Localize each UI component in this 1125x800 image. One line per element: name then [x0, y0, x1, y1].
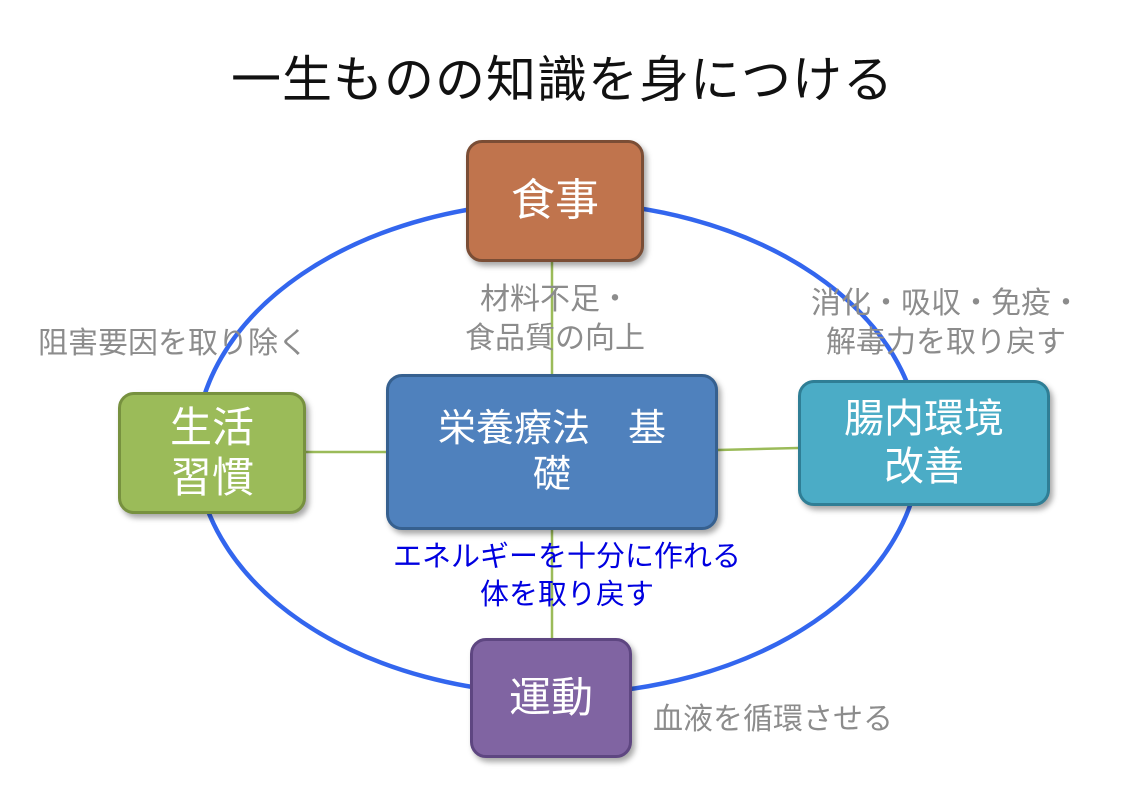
node-gut-label: 腸内環境 改善 [844, 396, 1004, 490]
connector-gut [717, 446, 799, 452]
node-center-label: 栄養療法 基 礎 [437, 406, 666, 496]
note-exercise: 血液を循環させる [653, 702, 893, 737]
note-gut: 消化・吸収・免疫・ 解毒力を取り戻す [811, 286, 1081, 360]
node-lifestyle-label: 生活 習慣 [169, 402, 254, 502]
node-food-label: 食事 [511, 174, 599, 226]
page-title: 一生ものの知識を身につける [231, 51, 894, 109]
note-center: エネルギーを十分に作れる 体を取り戻す [392, 539, 741, 611]
note-lifestyle: 阻害要因を取り除く [38, 326, 308, 361]
note-food: 材料不足・ 食品質の向上 [465, 282, 645, 356]
node-exercise: 運動 [470, 638, 632, 758]
node-gut: 腸内環境 改善 [798, 380, 1050, 506]
node-center: 栄養療法 基 礎 [386, 374, 718, 530]
node-lifestyle: 生活 習慣 [118, 392, 306, 514]
node-exercise-label: 運動 [508, 672, 593, 722]
node-food: 食事 [466, 140, 644, 262]
